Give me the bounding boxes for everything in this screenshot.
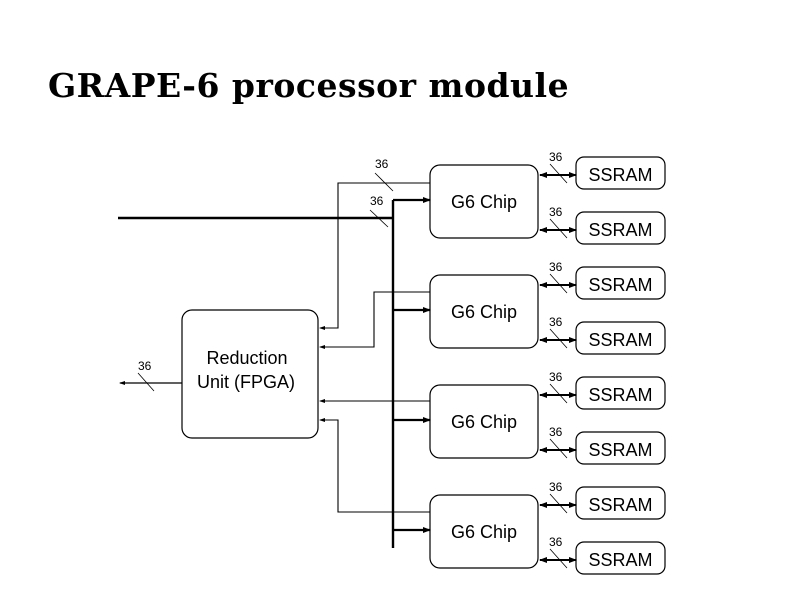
g6-chip-label: G6 Chip bbox=[451, 412, 517, 432]
bus-width-label: 36 bbox=[549, 260, 563, 274]
bus-width-slash bbox=[549, 493, 568, 514]
reduction-unit: Reduction Unit (FPGA) bbox=[181, 309, 319, 439]
chip1-return-width: 36 bbox=[374, 157, 394, 192]
reduction-unit-label-line1: Reduction bbox=[206, 348, 287, 368]
ssram-label: SSRAM bbox=[588, 385, 652, 405]
chip-output-path bbox=[319, 291, 430, 349]
ssram-label: SSRAM bbox=[588, 495, 652, 515]
ssram-group: SSRAM 36 bbox=[539, 480, 666, 520]
ssram-label: SSRAM bbox=[588, 165, 652, 185]
ssram-group: SSRAM 36 bbox=[539, 370, 666, 410]
bus-width-label: 36 bbox=[549, 425, 563, 439]
bus-width-label: 36 bbox=[375, 157, 389, 171]
bus-width-slash bbox=[549, 438, 568, 459]
bus-width-slash bbox=[549, 273, 568, 294]
ssram-label: SSRAM bbox=[588, 550, 652, 570]
bus-width-slash bbox=[549, 328, 568, 349]
bus-width-label: 36 bbox=[549, 480, 563, 494]
ssram-label: SSRAM bbox=[588, 440, 652, 460]
bus-width-label: 36 bbox=[370, 194, 384, 208]
input-bus: 36 bbox=[118, 194, 395, 548]
ssram-label: SSRAM bbox=[588, 220, 652, 240]
bus-width-label: 36 bbox=[549, 315, 563, 329]
bus-width-slash bbox=[549, 548, 568, 569]
bus-width-slash bbox=[549, 218, 568, 239]
bus-width-slash bbox=[137, 372, 155, 392]
ssram-label: SSRAM bbox=[588, 275, 652, 295]
ssram-label: SSRAM bbox=[588, 330, 652, 350]
page-title: GRAPE-6 processor module bbox=[48, 66, 570, 105]
chip-output-path bbox=[319, 418, 430, 513]
bus-width-label: 36 bbox=[549, 535, 563, 549]
g6-chip-label: G6 Chip bbox=[451, 192, 517, 212]
bus-width-label: 36 bbox=[549, 150, 563, 164]
ssram-group: SSRAM 36 bbox=[539, 535, 666, 575]
ssram-group: SSRAM 36 bbox=[539, 150, 666, 190]
bus-width-label: 36 bbox=[549, 370, 563, 384]
reduction-unit-box bbox=[181, 309, 319, 439]
bus-width-label: 36 bbox=[549, 205, 563, 219]
bus-width-label: 36 bbox=[138, 359, 152, 373]
reduction-unit-label-line2: Unit (FPGA) bbox=[197, 372, 295, 392]
bus-width-slash bbox=[374, 172, 394, 192]
ssram-group: SSRAM 36 bbox=[539, 425, 666, 465]
g6-chip-label: G6 Chip bbox=[451, 522, 517, 542]
ssram-group: SSRAM 36 bbox=[539, 260, 666, 300]
bus-width-slash bbox=[549, 163, 568, 184]
reduction-output-link: 36 bbox=[119, 359, 182, 392]
g6-chip-label: G6 Chip bbox=[451, 302, 517, 322]
bus-width-slash bbox=[369, 209, 389, 228]
chip-output-path bbox=[319, 182, 430, 330]
bus-width-slash bbox=[549, 383, 568, 404]
ssram-group: SSRAM 36 bbox=[539, 315, 666, 355]
ssram-group: SSRAM 36 bbox=[539, 205, 666, 245]
